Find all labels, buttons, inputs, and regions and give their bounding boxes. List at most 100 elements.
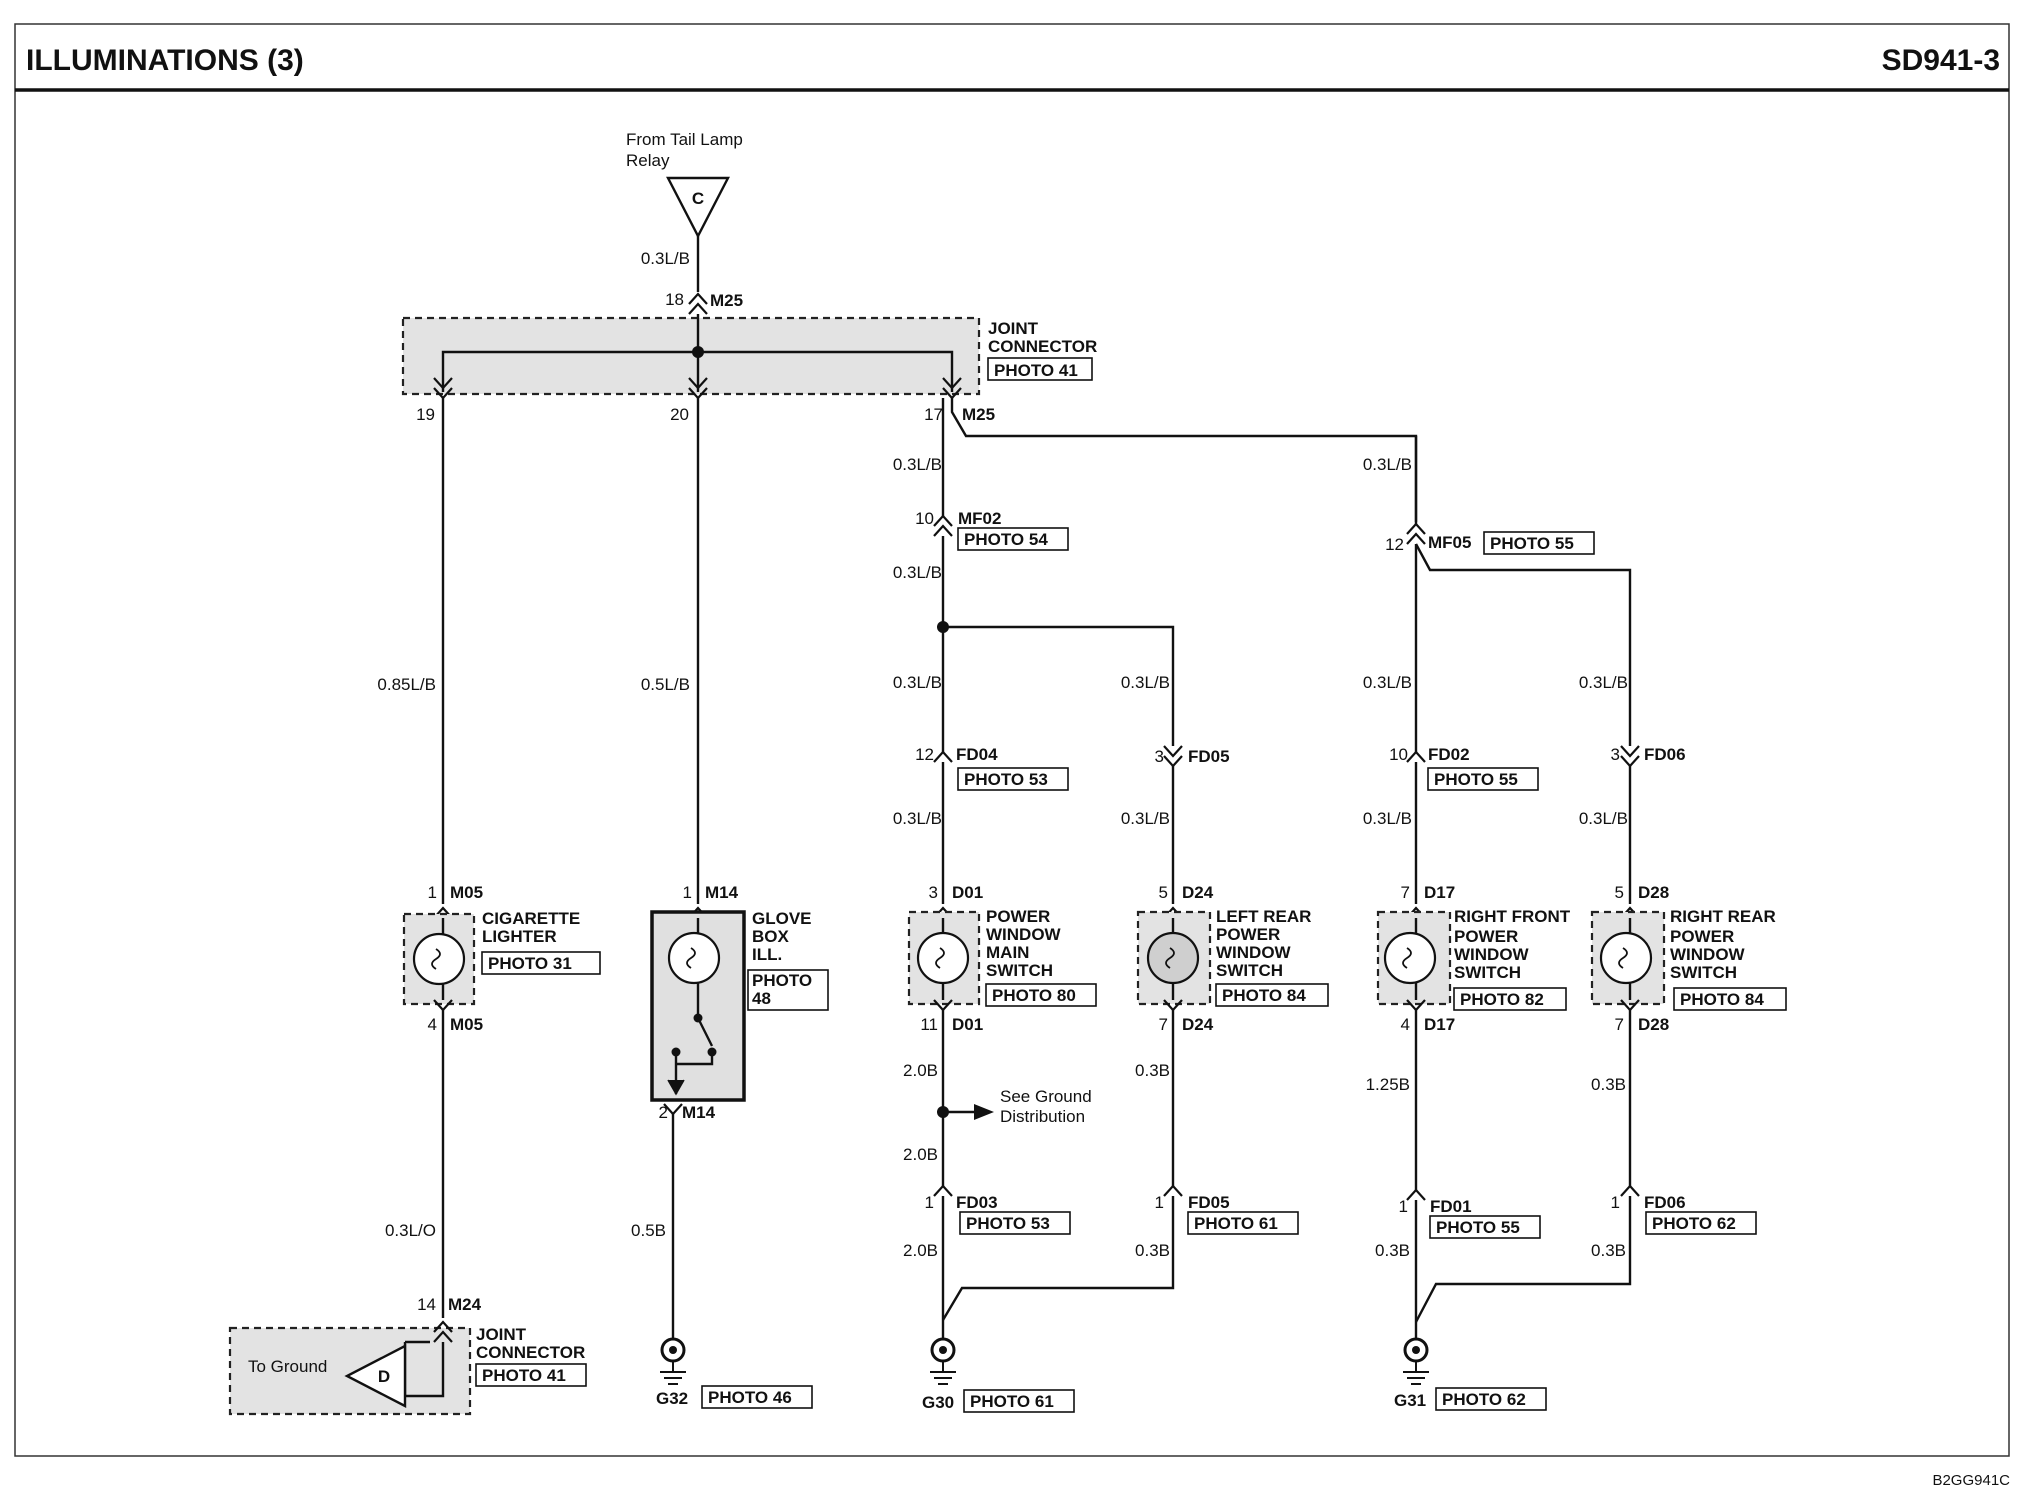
main-switch-label2: WINDOW (986, 925, 1062, 944)
pin-20: 20 (670, 405, 689, 424)
ground-g32-photo-box (701, 1385, 813, 1409)
connector-mf05: MF05 (1428, 533, 1471, 552)
wire-label-rf-c: 0.3L/B (1363, 809, 1412, 828)
lr-switch-label3: WINDOW (1216, 943, 1292, 962)
main-switch-label4: SWITCH (986, 961, 1053, 980)
main-switch-filament (935, 947, 945, 969)
page-title: ILLUMINATIONS (3) (26, 44, 304, 77)
glove-box-label3: ILL. (752, 945, 782, 964)
ground-g30-dot (939, 1346, 947, 1354)
wire-rf-to-rr (1414, 543, 1632, 746)
wire-main-top (950, 398, 1418, 522)
mf02-photo: PHOTO 54 (964, 530, 1048, 549)
pin-fd06-bot: 1 (1611, 1193, 1620, 1212)
rf-switch-lamp-icon (1383, 931, 1437, 985)
pin-fd04: 12 (915, 745, 934, 764)
main-switch-box (907, 910, 981, 1006)
connector-mf02: MF02 (958, 509, 1001, 528)
pin-fd05-bot-chevron (1163, 1184, 1183, 1197)
pin-m14-top: 1 (683, 883, 692, 902)
wire-label-rr-d: 0.3B (1591, 1241, 1626, 1260)
ground-g32-symbol (660, 1362, 686, 1385)
wire-label-lr-d: 0.3B (1135, 1241, 1170, 1260)
pin-fd03-chevron (933, 1184, 953, 1197)
page-frame (14, 23, 2010, 1457)
ground-g31-photo-box (1435, 1387, 1547, 1411)
joint-connector-bottom-box (228, 1326, 472, 1416)
connector-d01-top: D01 (952, 883, 983, 902)
ground-g31-symbol (1403, 1362, 1429, 1385)
connector-m14-bot: M14 (682, 1103, 716, 1122)
rf-switch-label4: SWITCH (1454, 963, 1521, 982)
connector-fd06-bot: FD06 (1644, 1193, 1686, 1212)
rf-switch-label3: WINDOW (1454, 945, 1530, 964)
ground-g30-label: G30 (922, 1393, 954, 1412)
ground-g32-label: G32 (656, 1389, 688, 1408)
wire-label-lr-c: 0.3B (1135, 1061, 1170, 1080)
pin-mf05: 12 (1385, 535, 1404, 554)
connector-fd05-bot: FD05 (1188, 1193, 1230, 1212)
connector-fd02: FD02 (1428, 745, 1470, 764)
pin-fd05-bot: 1 (1155, 1193, 1164, 1212)
pin-d17-top: 7 (1401, 883, 1410, 902)
pin-19: 19 (416, 405, 435, 424)
cig-lighter-label2: LIGHTER (482, 927, 557, 946)
pin-fd06-chevron (1620, 745, 1640, 768)
connector-d24-bot: D24 (1182, 1015, 1214, 1034)
pin-fd03: 1 (925, 1193, 934, 1212)
pin-d24-bot: 7 (1159, 1015, 1168, 1034)
pin-fd02: 10 (1389, 745, 1408, 764)
rr-switch-filament (1618, 947, 1628, 969)
rf-switch-photo-box (1453, 987, 1567, 1011)
pin-mf02: 10 (915, 509, 934, 528)
wire-rr-to-g31 (1414, 1196, 1632, 1323)
ground-g32-dot (669, 1346, 677, 1354)
glove-box-photo-box (747, 969, 829, 1011)
pin-m14-bot: 2 (659, 1103, 668, 1122)
cig-lighter-photo-box (481, 951, 601, 975)
main-switch-photo-box (985, 983, 1097, 1007)
ground-g31-label: G31 (1394, 1391, 1426, 1410)
cig-lighter-photo: PHOTO 31 (488, 954, 572, 973)
wire-label-main-g: 2.0B (903, 1241, 938, 1260)
joint-connector-top-shading (403, 318, 979, 394)
glove-switch-contact (676, 1052, 714, 1066)
connector-d17-top: D17 (1424, 883, 1455, 902)
pin-fd01: 1 (1399, 1197, 1408, 1216)
rr-switch-box (1590, 910, 1666, 1006)
joint-connector-top-photo-box (987, 357, 1093, 381)
fd01-photo: PHOTO 55 (1436, 1218, 1520, 1237)
wire-label-cig-top: 0.85L/B (377, 675, 436, 694)
pin-m05-bot: 4 (428, 1015, 437, 1034)
rf-switch-label1: RIGHT FRONT (1454, 907, 1571, 926)
connector-fd05: FD05 (1188, 747, 1230, 766)
wire-label-rr-a: 0.3L/B (1579, 673, 1628, 692)
connector-m14-top: M14 (705, 883, 739, 902)
glove-box-lamp-icon (667, 931, 721, 985)
pin-18-chevron (688, 292, 708, 315)
connector-d01-bot: D01 (952, 1015, 983, 1034)
lr-switch-label2: POWER (1216, 925, 1280, 944)
wire-lr-to-g30 (941, 1196, 1175, 1321)
connector-c-triangle (666, 176, 730, 239)
ground-g30-photo: PHOTO 61 (970, 1392, 1054, 1411)
pin-fd06: 3 (1611, 745, 1620, 764)
lr-switch-label1: LEFT REAR (1216, 907, 1311, 926)
lr-switch-photo-box (1215, 983, 1329, 1007)
wire-label-main-e: 2.0B (903, 1061, 938, 1080)
wire-label-glove-bot: 0.5B (631, 1221, 666, 1240)
rf-switch-box (1376, 910, 1452, 1006)
pin-d01-bot: 11 (920, 1015, 938, 1034)
mf02-photo-box (957, 527, 1069, 551)
wire-label-glove-top: 0.5L/B (641, 675, 690, 694)
glove-box-photo2: 48 (752, 989, 771, 1008)
to-ground-label: To Ground (248, 1357, 327, 1376)
fd03-photo: PHOTO 53 (966, 1214, 1050, 1233)
joint-connector-top-label1: JOINT (988, 319, 1039, 338)
wire-label-lr-a: 0.3L/B (1121, 673, 1170, 692)
glove-switch-blade (696, 1017, 714, 1047)
figure-ref: B2GG941C (1932, 1472, 2010, 1489)
rr-switch-photo: PHOTO 84 (1680, 990, 1764, 1009)
pin-m24-chevron (433, 1320, 453, 1343)
